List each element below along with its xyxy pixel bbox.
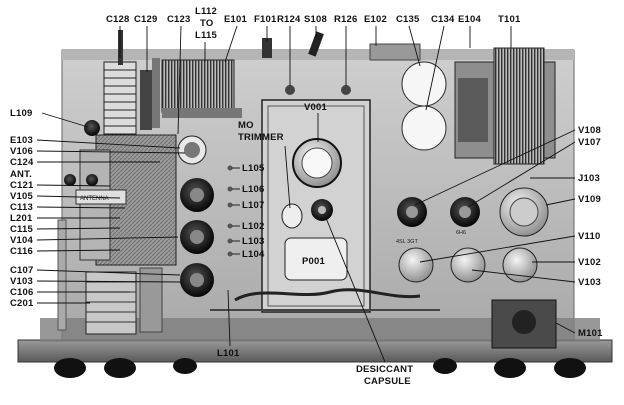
- label-v102: V102: [578, 257, 601, 268]
- label-v106: V106: [10, 146, 33, 157]
- label-e103: E103: [10, 135, 33, 146]
- label-v103-right: V103: [578, 277, 601, 288]
- label-c115: C115: [10, 224, 34, 235]
- label-f101: F101: [254, 14, 277, 25]
- capacitor-c135: [401, 61, 447, 107]
- capacitor-c134: [401, 105, 447, 151]
- label-s108: S108: [304, 14, 327, 25]
- label-c116: C116: [10, 246, 33, 257]
- coil-l112-l115: [161, 59, 235, 113]
- label-p001: P001: [302, 256, 326, 267]
- label-c107: C107: [10, 265, 34, 276]
- top-hardware: [262, 31, 421, 95]
- callout-labels: C128 C129 C123 L112 TO L115 E101 F101 R1…: [10, 6, 603, 387]
- tube-marking-b: 6H6: [456, 230, 466, 236]
- label-r124: R124: [277, 14, 301, 25]
- label-mo: MO: [238, 120, 254, 131]
- label-ant: ANT.: [10, 169, 32, 180]
- label-j103: J103: [578, 173, 600, 184]
- label-e101: E101: [224, 14, 248, 25]
- label-v109: V109: [578, 194, 601, 205]
- label-l105: L105: [242, 163, 265, 174]
- label-r126: R126: [334, 14, 358, 25]
- label-desiccant: DESICCANT: [356, 364, 413, 375]
- leader-lines: [36, 25, 576, 363]
- right-tube-sockets: [397, 187, 549, 283]
- label-e104: E104: [458, 14, 482, 25]
- variable-capacitor-c128: [103, 61, 137, 135]
- label-c113: C113: [10, 202, 33, 213]
- label-m101: M101: [578, 328, 603, 339]
- left-tube-sockets: [177, 135, 214, 297]
- label-l102: L102: [242, 221, 264, 232]
- antenna-plate-text: ANTENNA: [80, 196, 109, 202]
- label-c134: C134: [431, 14, 455, 25]
- label-c129: C129: [134, 14, 158, 25]
- label-l109: L109: [10, 108, 32, 119]
- plug-p001: [284, 237, 348, 281]
- label-v001: V001: [304, 102, 328, 113]
- label-c121: C121: [10, 180, 34, 191]
- mo-trimmer-knob: [281, 203, 303, 229]
- label-c135: C135: [396, 14, 420, 25]
- label-l112: L112: [195, 6, 217, 17]
- label-c128: C128: [106, 14, 130, 25]
- label-l104: L104: [242, 249, 265, 260]
- tube-marking-a: 4SL 3GT: [396, 239, 418, 245]
- label-t101: T101: [498, 14, 521, 25]
- label-v105: V105: [10, 191, 34, 202]
- label-l103: L103: [242, 236, 264, 247]
- label-v104: V104: [10, 235, 34, 246]
- label-v108: V108: [578, 125, 601, 136]
- knob-l109: [84, 120, 100, 136]
- label-l101: L101: [217, 348, 240, 359]
- label-l201: L201: [10, 213, 33, 224]
- label-l115: L115: [195, 30, 217, 41]
- label-v103-left: V103: [10, 276, 33, 287]
- label-trimmer: TRIMMER: [238, 132, 284, 143]
- label-l107: L107: [242, 200, 264, 211]
- label-v107: V107: [578, 137, 601, 148]
- label-v110: V110: [578, 231, 600, 242]
- label-c124: C124: [10, 157, 34, 168]
- label-capsule: CAPSULE: [364, 376, 411, 387]
- label-c106: C106: [10, 287, 34, 298]
- label-e102: E102: [364, 14, 387, 25]
- label-c123: C123: [167, 14, 191, 25]
- feet: [54, 358, 586, 378]
- label-to: TO: [200, 18, 213, 29]
- label-l106: L106: [242, 184, 264, 195]
- label-c201: C201: [10, 298, 34, 309]
